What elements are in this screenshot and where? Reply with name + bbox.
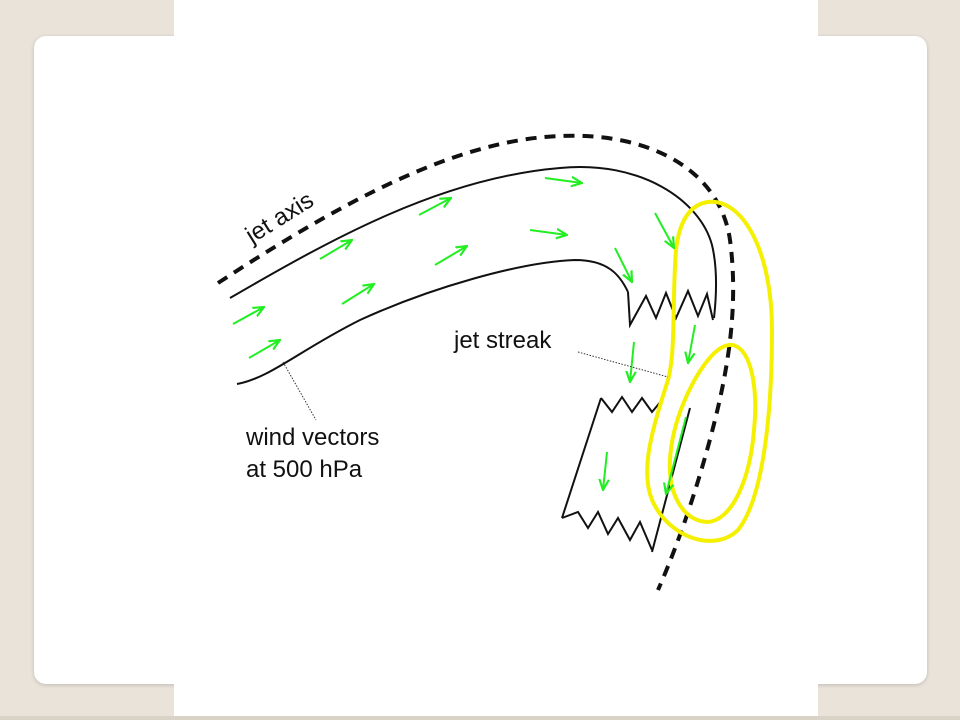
wind-vector	[418, 198, 451, 216]
jet-streak-inner-oval	[667, 342, 758, 525]
wind-vector	[630, 341, 634, 382]
figure-panel	[174, 0, 818, 720]
wind-vectors-label-line2: at 500 hPa	[246, 456, 363, 483]
jet-streak-label: jet streak	[453, 327, 552, 354]
flow-lower-boundary	[236, 258, 629, 385]
flow-upper-boundary	[229, 166, 717, 319]
wind-vector	[654, 212, 674, 248]
wind-vectors-label-line1: wind vectors	[245, 424, 379, 451]
wind-vector	[544, 178, 582, 183]
wind-vector	[341, 284, 374, 305]
lower-break-top-zigzag	[600, 395, 663, 414]
wind-vector	[666, 416, 687, 494]
jet-axis-label: jet axis	[240, 187, 319, 250]
bottom-strip	[0, 716, 960, 720]
wind-vector	[688, 324, 696, 363]
wind-vector	[319, 240, 352, 260]
jet-streak-pointer	[577, 351, 669, 378]
lower-block-left-edge	[561, 397, 602, 519]
wind-vector	[603, 451, 607, 490]
wind-vector	[248, 340, 280, 359]
lower-break-bottom-zigzag	[561, 509, 653, 551]
wind-vector	[529, 230, 567, 235]
upper-break-zigzag	[627, 288, 714, 329]
wind-vector	[614, 247, 632, 282]
wind-vectors-pointer	[282, 361, 317, 421]
wind-vector	[434, 246, 467, 266]
jet-streak-outer-oval	[645, 199, 775, 543]
wind-vector	[232, 307, 264, 325]
wind-vectors	[232, 178, 696, 494]
